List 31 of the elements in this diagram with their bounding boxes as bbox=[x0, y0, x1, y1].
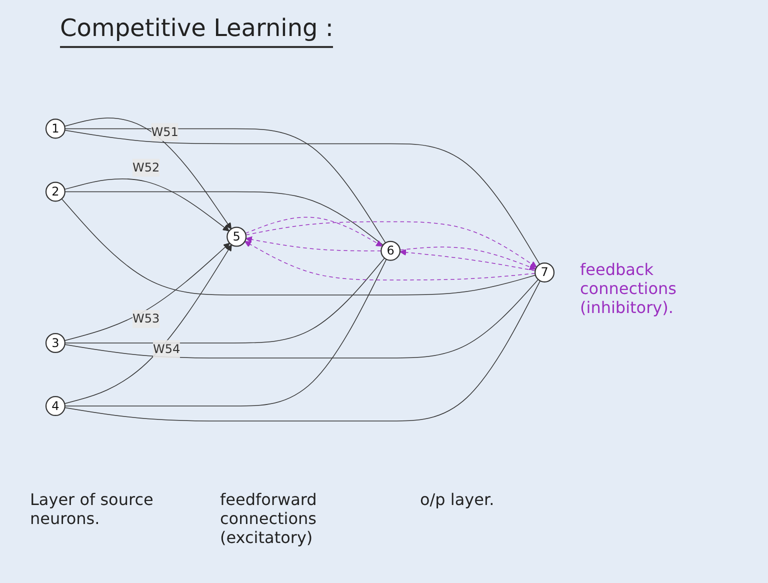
connector bbox=[64, 280, 541, 422]
connector bbox=[64, 280, 539, 359]
annotation-text: feedback connections (inhibitory). bbox=[580, 260, 678, 317]
connector bbox=[61, 198, 536, 296]
node-circle: 7 bbox=[534, 262, 555, 283]
annotation-text: Layer of source neurons. bbox=[30, 490, 154, 528]
arrow bbox=[64, 244, 232, 404]
edge-label: W51 bbox=[151, 125, 178, 140]
connector bbox=[64, 128, 386, 244]
arrow bbox=[64, 243, 230, 342]
node-circle: 4 bbox=[45, 396, 66, 417]
arrow bbox=[246, 222, 537, 268]
node-circle: 5 bbox=[226, 227, 247, 248]
node-circle: 2 bbox=[45, 182, 66, 202]
connector bbox=[64, 130, 540, 266]
edge-label: W52 bbox=[132, 160, 160, 175]
connector bbox=[64, 259, 387, 407]
connector bbox=[64, 258, 385, 344]
title: Competitive Learning : bbox=[60, 14, 334, 48]
edge-label: W53 bbox=[132, 312, 160, 326]
node-circle: 3 bbox=[45, 333, 66, 354]
edge-label: W54 bbox=[152, 342, 180, 356]
arrow bbox=[64, 118, 232, 230]
node-circle: 1 bbox=[45, 119, 66, 140]
arrow bbox=[246, 236, 382, 252]
connector bbox=[64, 192, 384, 246]
arrow bbox=[64, 178, 230, 232]
arrow bbox=[245, 217, 383, 247]
annotation-text: o/p layer. bbox=[420, 490, 496, 509]
annotation-text: feedforward connections (excitatory) bbox=[220, 490, 318, 547]
node-circle: 6 bbox=[380, 241, 401, 262]
